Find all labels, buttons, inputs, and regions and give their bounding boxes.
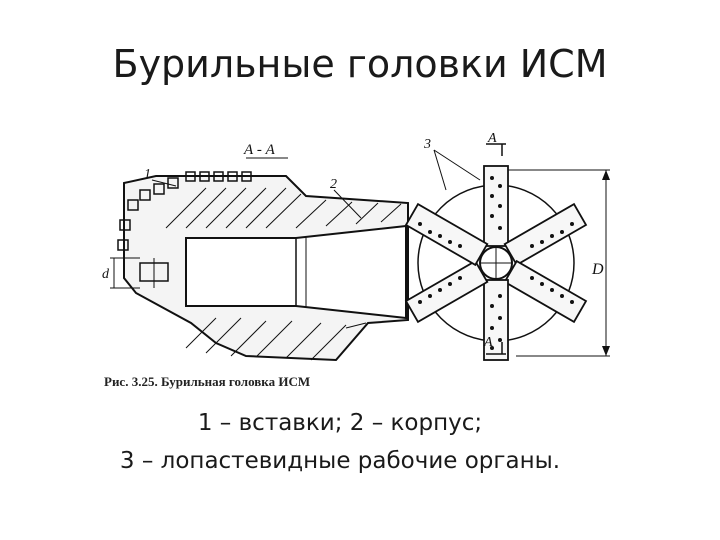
face-view	[404, 143, 610, 361]
caption-line-2: 3 – лопастевидные рабочие органы.	[119, 448, 561, 474]
side-section-view	[110, 157, 409, 362]
inserts-row	[117, 171, 252, 251]
blade-inserts	[418, 176, 574, 350]
slide-title: Бурильные головки ИСМ	[112, 42, 608, 86]
caption-line-1: 1 – вставки; 2 – корпус;	[197, 410, 483, 436]
label-outer-diameter: D	[591, 261, 604, 278]
figure-caption: Рис. 3.25. Бурильная головка ИСМ	[104, 374, 310, 389]
label-section-bottom: А	[483, 335, 493, 350]
label-section-top: А	[487, 131, 497, 146]
label-body: 2	[330, 177, 337, 192]
blades	[404, 165, 588, 361]
label-inserts: 1	[144, 167, 151, 182]
drill-head-drawing: А - А 1 2 d	[102, 131, 610, 389]
body-hatching	[165, 187, 402, 361]
label-blades: 3	[423, 137, 431, 152]
drill-head-figure: А - А 1 2 d	[96, 128, 616, 390]
section-label: А - А	[243, 142, 276, 158]
label-small-diameter: d	[102, 267, 110, 282]
